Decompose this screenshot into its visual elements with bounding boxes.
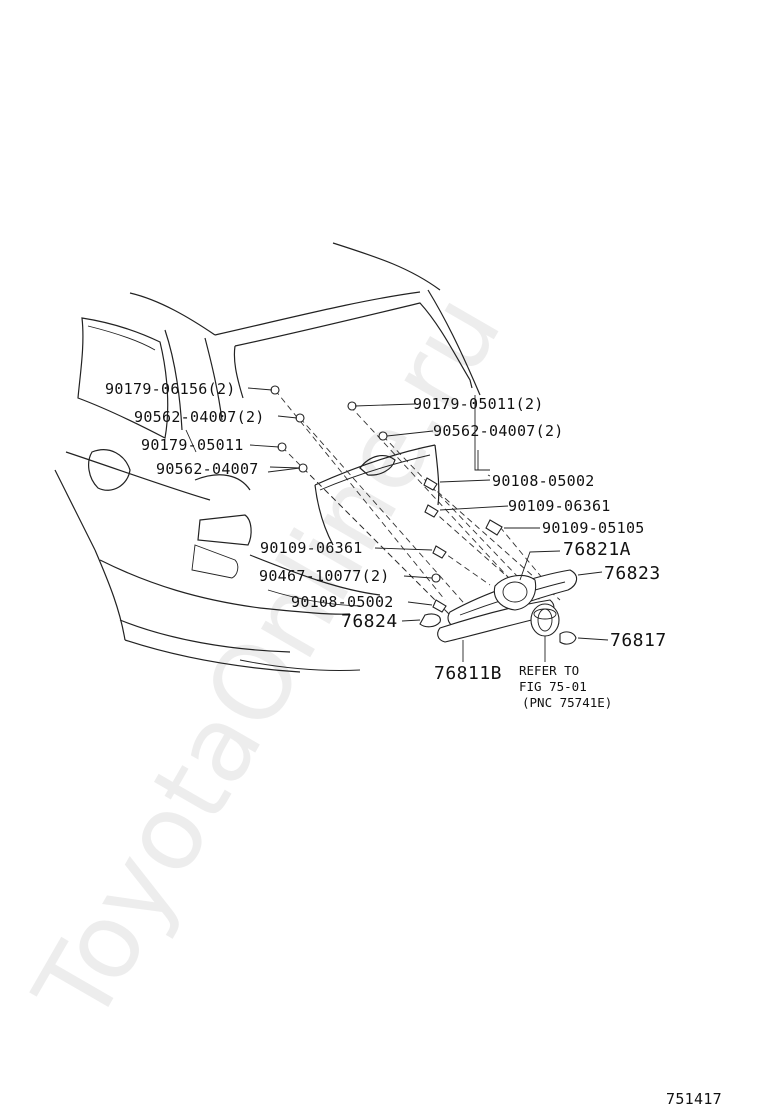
label-90179-06156: 90179-06156(2) — [105, 380, 236, 398]
label-90109-06361-lower: 90109-06361 — [260, 539, 363, 557]
label-90179-05011-2: 90179-05011(2) — [413, 395, 544, 413]
label-90179-05011: 90179-05011 — [141, 436, 244, 454]
refer-line-3: (PNC 75741E) — [522, 695, 612, 710]
vehicle-outline — [54, 242, 481, 673]
label-90467-10077: 90467-10077(2) — [259, 567, 390, 585]
leader-lines — [185, 387, 609, 662]
rear-garnish — [419, 569, 578, 645]
label-90108-05002-lower: 90108-05002 — [291, 593, 394, 611]
label-76811B: 76811B — [434, 663, 502, 684]
refer-line-1: REFER TO — [519, 663, 579, 678]
part-labels: 90179-06156(2) 90562-04007(2) 90179-0501… — [105, 380, 722, 1108]
label-76821A: 76821A — [563, 539, 631, 560]
label-76817: 76817 — [610, 630, 667, 651]
label-90562-04007: 90562-04007 — [156, 460, 259, 478]
label-90109-06361-upper: 90109-06361 — [508, 497, 611, 515]
label-90562-04007-2b: 90562-04007(2) — [433, 422, 564, 440]
label-90109-05105: 90109-05105 — [542, 519, 645, 537]
refer-line-2: FIG 75-01 — [519, 679, 587, 694]
figure-number: 751417 — [666, 1090, 722, 1108]
label-76823: 76823 — [604, 563, 661, 584]
label-76824: 76824 — [341, 611, 398, 632]
label-90562-04007-2: 90562-04007(2) — [134, 408, 265, 426]
label-90108-05002-upper: 90108-05002 — [492, 472, 595, 490]
